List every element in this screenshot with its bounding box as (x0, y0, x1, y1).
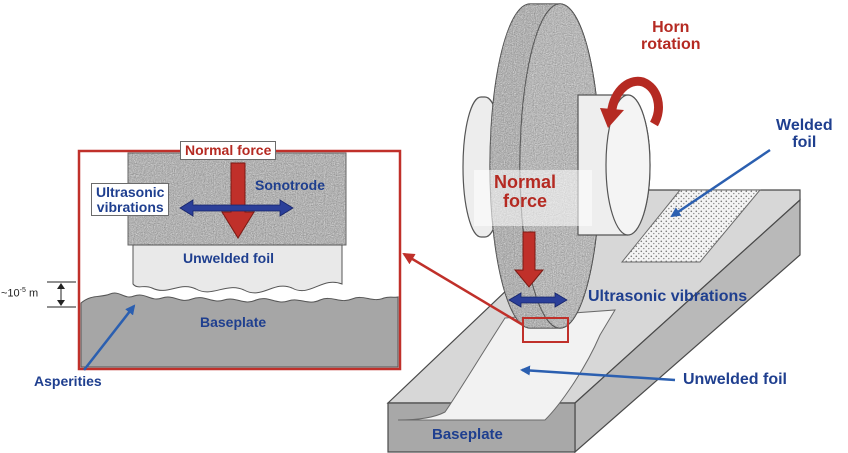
ultrasonic-inset-label: Ultrasonic vibrations (91, 183, 170, 217)
unwelded-foil-inset-label: Unwelded foil (183, 250, 274, 266)
welded-foil-strip (620, 189, 762, 263)
scale-bracket (47, 281, 76, 308)
unwelded-foil-strip (397, 309, 616, 421)
inset-detail (77, 149, 402, 371)
ultrasonic-arrow-main (508, 292, 568, 308)
asperities-pointer (83, 304, 136, 371)
scale-unit: m (25, 287, 39, 300)
normal-force-arrow-main (513, 231, 545, 288)
baseplate-inset-label: Baseplate (200, 314, 267, 330)
contact-zone-box (522, 317, 569, 343)
normal-force-main-label: Normal force (494, 172, 557, 211)
horn-wheel (462, 3, 651, 329)
ultrasonic-main-label: Ultrasonic vibrations (588, 288, 748, 305)
normal-force-inset-label: Normal force (180, 141, 277, 160)
baseplate-main-label: Baseplate (432, 426, 503, 443)
sonotrode-label: Sonotrode (255, 177, 325, 193)
welded-foil-pointer (670, 148, 771, 218)
horn-rotation-label: Horn rotation (641, 19, 701, 53)
scale-prefix: ~10 (1, 287, 20, 300)
unwelded-foil-main-label: Unwelded foil (683, 371, 787, 388)
unwelded-foil-pointer (520, 365, 676, 382)
scale-label: ~10-5 m (1, 287, 38, 300)
zoom-arrow (402, 252, 524, 327)
scale-exponent: -5 (19, 287, 26, 294)
welded-foil-label: Welded foil (776, 117, 833, 151)
horn-rotation-arrow (600, 76, 663, 128)
asperities-label: Asperities (34, 373, 102, 389)
